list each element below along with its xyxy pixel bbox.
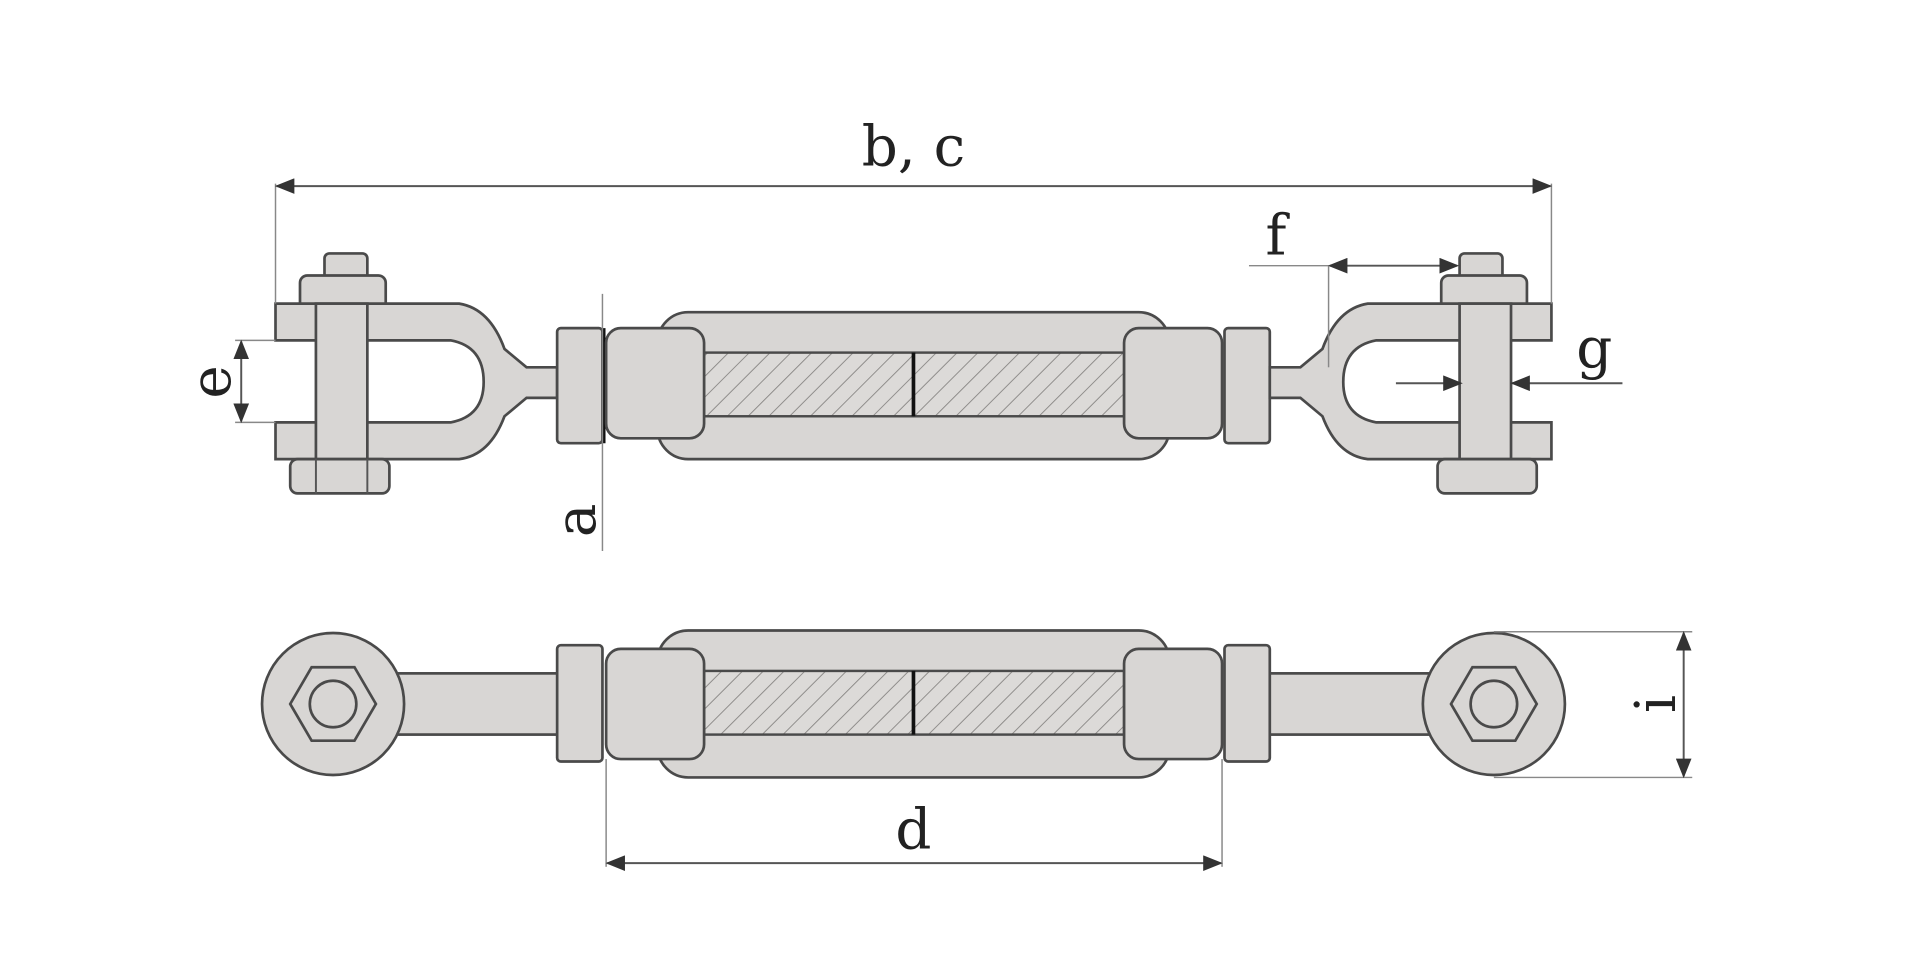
right-eye [1421, 631, 1567, 777]
body-end-right [1122, 326, 1224, 440]
dimension-a: a [544, 293, 609, 551]
body-end-left [604, 326, 706, 440]
bottom-view-eye-eye [260, 629, 1567, 779]
dimension-f: f [1248, 204, 1460, 368]
right-jaw [1268, 252, 1553, 495]
left-jaw [274, 252, 559, 495]
right-lock-nut [1223, 326, 1272, 445]
svg-text:d: d [895, 797, 931, 862]
dimension-i: i [1493, 631, 1693, 779]
svg-text:i: i [1624, 695, 1689, 713]
svg-text:a: a [544, 504, 609, 538]
left-lock-nut [555, 326, 604, 445]
svg-text:f: f [1265, 204, 1290, 269]
dimension-b-c: b, c [274, 114, 1553, 304]
left-eye [260, 631, 406, 777]
dimension-d: d [605, 759, 1223, 871]
top-view-jaw-jaw [274, 252, 1553, 495]
svg-text:g: g [1576, 316, 1612, 381]
svg-text:b, c: b, c [862, 114, 965, 179]
dimension-e: e [179, 339, 276, 424]
dimension-g: g [1395, 316, 1623, 392]
svg-text:e: e [179, 365, 244, 398]
